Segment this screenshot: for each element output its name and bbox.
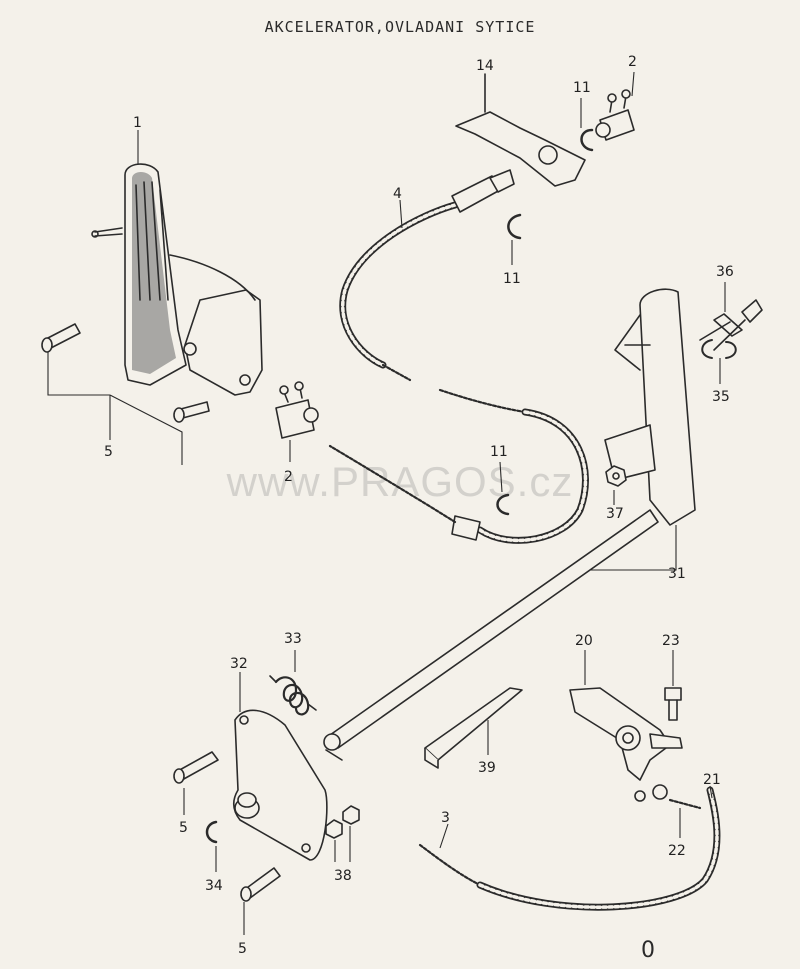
part-35-washer bbox=[701, 339, 737, 359]
label-2-top: 2 bbox=[628, 54, 637, 70]
label-37: 37 bbox=[606, 506, 624, 522]
label-22: 22 bbox=[668, 843, 686, 859]
label-32: 32 bbox=[230, 656, 248, 672]
label-38: 38 bbox=[334, 868, 352, 884]
part-11-clip-low bbox=[496, 493, 510, 516]
watermark: www.PRAGOS.cz bbox=[226, 458, 574, 505]
part-33-spring bbox=[269, 675, 317, 716]
part-2-clamp-mid bbox=[275, 381, 319, 439]
part-39-rail bbox=[424, 687, 523, 769]
part-5-screw-left-lower bbox=[173, 401, 210, 423]
part-14-bracket bbox=[455, 73, 586, 187]
part-1-accelerator-pedal bbox=[91, 163, 263, 396]
label-34: 34 bbox=[205, 878, 223, 894]
part-34-clip bbox=[205, 820, 218, 844]
label-5-a: 5 bbox=[179, 820, 188, 836]
part-36-bolts bbox=[699, 299, 763, 351]
label-14: 14 bbox=[476, 58, 494, 74]
callouts: 1 14 11 2 4 11 36 35 5 2 11 37 31 bbox=[104, 54, 734, 957]
label-20: 20 bbox=[575, 633, 593, 649]
part-20-choke-lever bbox=[569, 687, 683, 802]
part-37-nut bbox=[605, 465, 627, 487]
label-23: 23 bbox=[662, 633, 680, 649]
label-11-low: 11 bbox=[490, 444, 508, 460]
part-4-cable-upper bbox=[339, 169, 515, 382]
page-mark: 0 bbox=[641, 938, 655, 963]
part-5-screw-low bbox=[240, 867, 281, 902]
label-36: 36 bbox=[716, 264, 734, 280]
part-23-bolt bbox=[664, 687, 682, 721]
part-3-choke-cable bbox=[418, 786, 721, 911]
label-3: 3 bbox=[441, 810, 450, 826]
part-32-base-plate bbox=[232, 709, 328, 861]
part-5-screw-left-upper bbox=[41, 323, 81, 353]
part-5-screw-mid bbox=[173, 751, 219, 784]
leader-5-bracket bbox=[47, 352, 183, 465]
label-31: 31 bbox=[668, 566, 686, 582]
label-11-top: 11 bbox=[573, 80, 591, 96]
part-2-clamp-top bbox=[595, 89, 635, 141]
part-11-clip-mid bbox=[507, 213, 522, 240]
part-11-clip-top bbox=[580, 128, 594, 152]
label-35: 35 bbox=[712, 389, 730, 405]
label-4: 4 bbox=[393, 186, 402, 202]
label-1: 1 bbox=[133, 115, 142, 131]
label-21: 21 bbox=[703, 772, 721, 788]
label-5-b: 5 bbox=[238, 941, 247, 957]
label-2-mid: 2 bbox=[284, 469, 293, 485]
label-39: 39 bbox=[478, 760, 496, 776]
label-11-mid: 11 bbox=[503, 271, 521, 287]
label-33: 33 bbox=[284, 631, 302, 647]
label-5-left: 5 bbox=[104, 444, 113, 460]
diagram-title: AKCELERATOR,OVLADANI SYTICE bbox=[264, 18, 536, 36]
part-38-nuts bbox=[325, 805, 360, 839]
cable-lower bbox=[328, 388, 589, 544]
part-31-pedal-lever bbox=[323, 288, 696, 761]
